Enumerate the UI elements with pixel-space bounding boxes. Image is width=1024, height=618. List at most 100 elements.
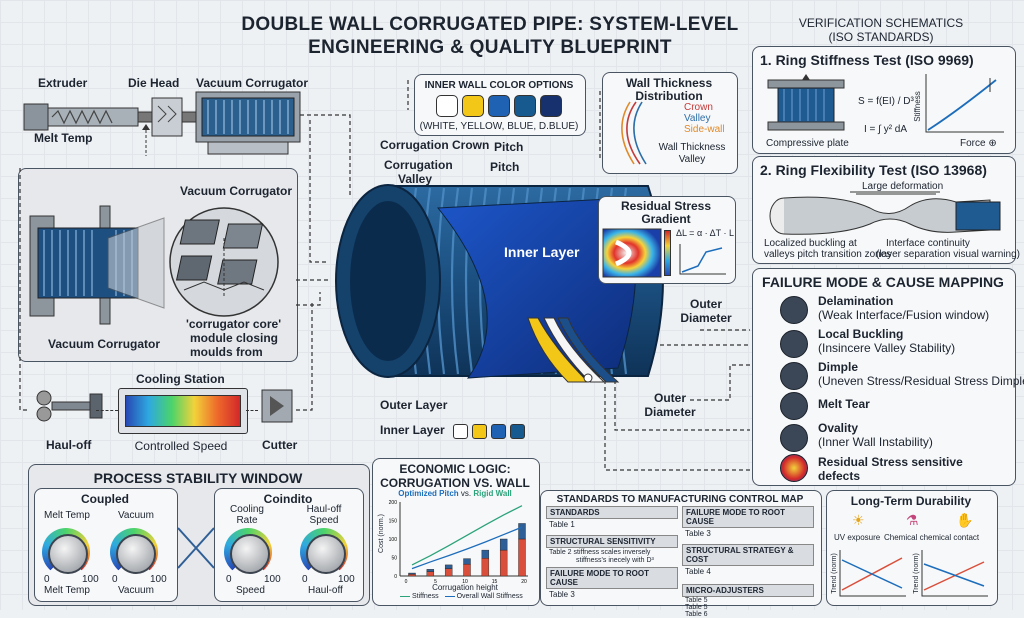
failure-name-4: Melt Tear [818,397,870,411]
std-right-head-3: MICRO-ADJUSTERS [682,584,814,597]
color-options-caption: (WHITE, YELLOW, BLUE, D.BLUE) [419,121,579,132]
bar-stiffness [499,549,508,577]
pitch-label-2: Pitch [490,160,520,174]
economic-title-2: CORRUGATION VS. WALL [380,476,530,490]
verification-title-2: (ISO STANDARDS) [828,30,934,44]
haul-off-label: Haul-off [46,438,92,452]
economic-xlabel: Corrugation height [432,583,498,592]
bar-wall [518,523,526,540]
local-buckling-icon [780,330,808,358]
cooling-station-box [118,388,248,434]
coindito-title: Coindito [263,492,313,506]
knob3-bottom: Speed [236,585,265,596]
vacuum-knob[interactable] [116,534,156,574]
x-tick-label: 5 [434,579,437,585]
ovality-icon [780,424,808,452]
outer-diameter-label-3: Outer [653,391,686,405]
cutter-label: Cutter [262,438,298,452]
std-right-row-1: Table 3 [685,529,711,538]
y-tick-label: 0 [394,574,397,580]
cooling-rate-knob[interactable] [230,534,270,574]
standards-left-col: STANDARDS Table 1 STRUCTURAL SENSITIVITY… [546,506,678,600]
x-tick-label: 10 [462,579,468,585]
knob3-max: 100 [264,574,281,585]
failure-cause-2: (Insincere Valley Stability) [818,341,956,355]
knob2-min: 0 [112,574,118,585]
residual-mini-plot [679,244,726,275]
outer-diameter-label-1: Outer [689,297,722,311]
cutter-drawing [261,389,293,423]
knob2-top: Vacuum [118,510,154,521]
std-right-row-2: Table 4 [685,567,711,576]
ring-flexibility-title: 2. Ring Flexibility Test (ISO 13968) [760,162,987,178]
std-right-head-2: STRUCTURAL STRATEGY & COST [682,544,814,566]
inner-layer-legend-label: Inner Layer [380,423,445,437]
stiffness-formula-2: I = ∫ y² dA [864,124,908,135]
economic-legend: Stiffness Overall Wall Stiffness [400,593,523,600]
economic-legend-1: Stiffness [411,593,439,600]
durability-title: Long-Term Durability [850,494,972,508]
coupled-title: Coupled [81,492,129,506]
knob1-bottom: Melt Temp [44,585,90,596]
knob1-top: Melt Temp [44,510,90,521]
y-tick-label: 100 [389,537,398,543]
corrugator-detail-title: Vacuum Corrugator [180,184,293,198]
wall-thickness-curves [621,101,647,165]
stiffness-xlabel: Force ⊕ [960,138,997,149]
stiffness-ylabel: Stiffness [912,91,922,122]
knob2-max: 100 [150,574,167,585]
ring-stiffness-title: 1. Ring Stiffness Test (ISO 9969) [760,52,974,68]
corrugation-valley-label-1: Corrugation [384,158,453,172]
color-swatch-3 [488,95,510,117]
flex-note-2b: (layer separation visual warning) [876,249,1020,260]
wall-thickness-note-2: Valley [678,154,706,165]
melt-tear-icon [780,392,808,420]
corrugator-detail-note-2: module closing [190,331,279,345]
bar-stiffness [463,563,471,577]
cooling-gradient [125,395,241,427]
wall-thickness-note-1: Wall Thickness [658,142,726,153]
economic-title-1: ECONOMIC LOGIC: [399,462,511,476]
extruder-label: Extruder [38,76,88,90]
std-right-row-3b: Table 5 [685,604,708,611]
failure-cause-6: defects [818,469,861,483]
failure-cause-5: (Inner Wall Instability) [818,435,933,449]
bar-wall [481,549,490,559]
wall-legend-sidewall: Side-wall [684,124,725,135]
flex-note-2a: Interface continuity [886,238,970,249]
failure-name-1: Delamination [818,294,894,308]
page-title-line2: ENGINEERING & QUALITY BLUEPRINT [308,37,672,58]
outer-layer-label: Outer Layer [380,398,448,412]
haul-off-speed-knob[interactable] [306,534,346,574]
sun-icon: ☀ [852,512,865,528]
std-right-head-1: FAILURE MODE TO ROOT CAUSE [682,506,814,528]
knob4-min: 0 [302,574,308,585]
trend-line [411,505,523,566]
compressive-plate-label: Compressive plate [766,138,849,149]
bar-wall [426,569,435,572]
controlled-speed-label: Controlled Speed [134,439,228,453]
delamination-icon [780,296,808,324]
bar-stiffness [444,568,453,577]
failure-cause-1: (Weak Interface/Fusion window) [818,308,990,322]
durability-ylabel-2: Trend (norm) [912,553,920,594]
durability-panel [826,490,998,606]
knob3-min: 0 [226,574,232,585]
standards-title: STANDARDS TO MANUFACTURING CONTROL MAP [556,494,804,505]
downstream-arrow-1 [96,410,118,411]
stiffness-formula-1: S = f(EI) / D³ [858,96,914,107]
subtitle-optimized: Optimized Pitch [398,489,459,498]
std-right-row-3c: Table 6 [685,611,708,618]
economic-panel [372,458,540,606]
residual-stress-title-2: Gradient [641,212,691,226]
bar-wall [463,558,471,565]
y-tick-label: 50 [391,556,397,562]
bar-wall [444,564,453,569]
process-stability-title: PROCESS STABILITY WINDOW [93,470,303,486]
std-left-head-3: FAILURE MODE TO ROOT CAUSE [546,567,678,589]
melt-temp-knob[interactable] [48,534,88,574]
ring-stiffness-press [767,74,845,131]
bar-stiffness [518,538,526,577]
